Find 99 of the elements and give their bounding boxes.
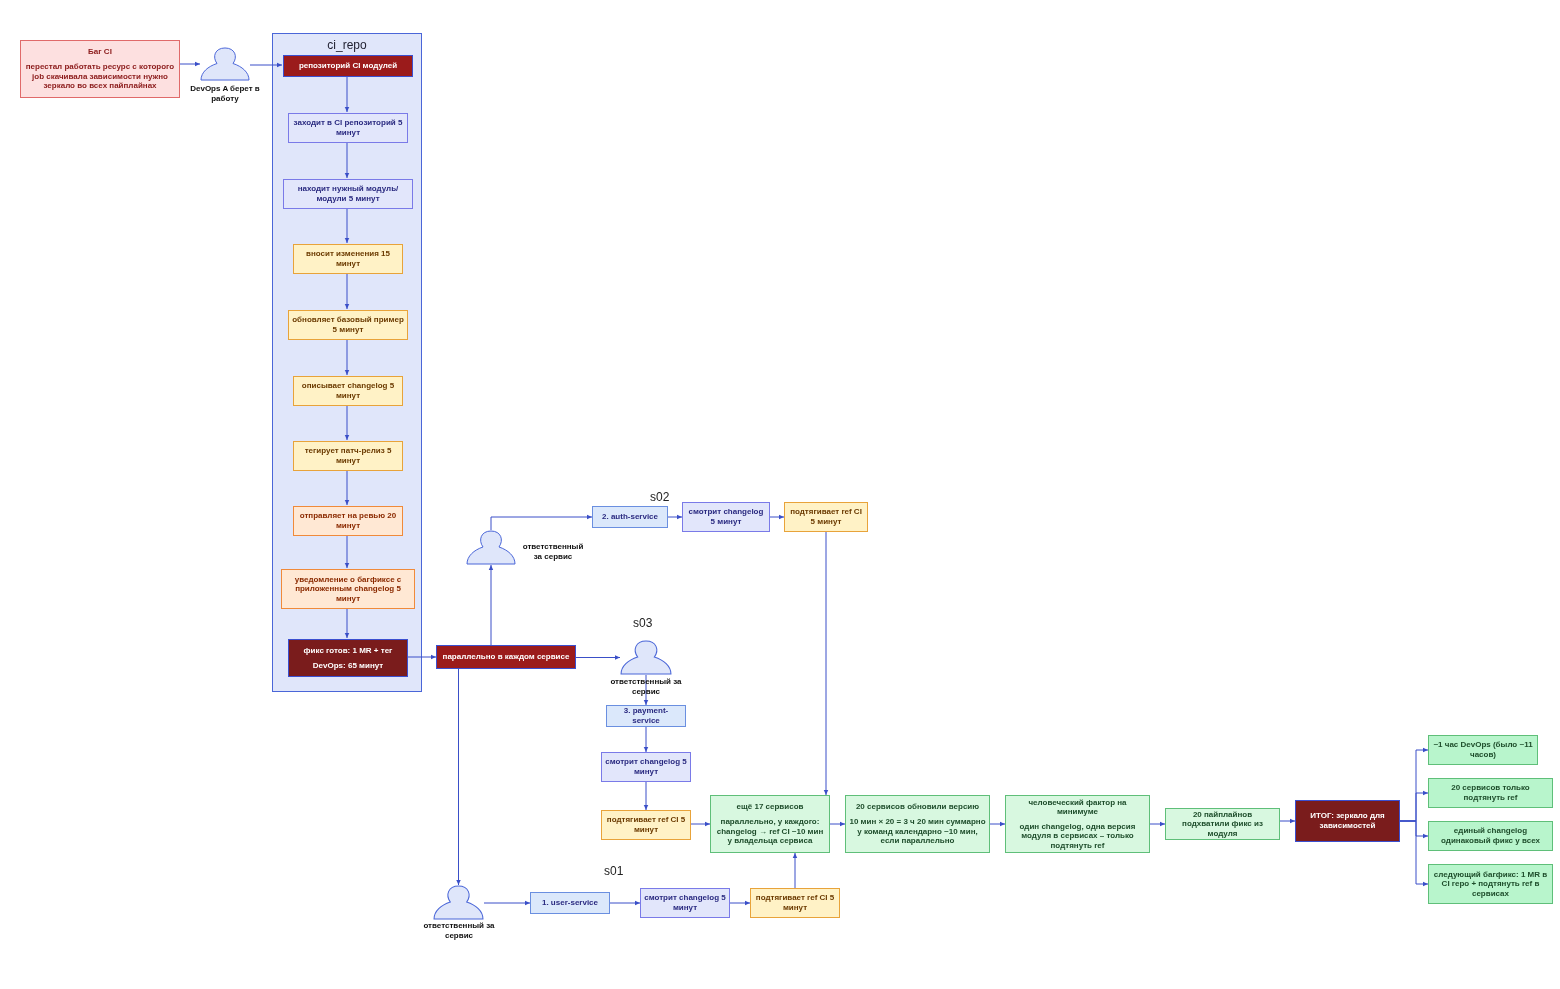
arrow (344, 404, 350, 441)
process-box (710, 795, 830, 853)
arrow (344, 141, 350, 179)
arrow (490, 514, 593, 531)
node-text: смотрит changelog 5 минут (687, 507, 765, 527)
process-box (293, 376, 403, 406)
arrow (792, 852, 798, 889)
arrow (769, 514, 785, 520)
node-text: тегирует патч-релиз 5 минут (303, 446, 393, 466)
process-box (592, 506, 668, 528)
node-text: 3. payment-service (622, 706, 670, 726)
node-text: находит нужный модуль/модули 5 минут (296, 184, 400, 204)
person-caption: ответственный за сервис (609, 677, 683, 698)
node-text: 20 сервисов обновили версию (855, 802, 980, 812)
node-text: ещё 17 сервисов (736, 802, 804, 812)
node-text: параллельно в каждом сервисе (442, 652, 570, 662)
node-text: 2. auth-service (602, 512, 658, 522)
process-box (845, 795, 990, 853)
node-text: Баг CI (88, 47, 112, 57)
node-text: фикс готов: 1 MR + тег (303, 645, 393, 656)
node-text: 1. user-service (541, 898, 598, 908)
node-text: 20 сервисов только подтянуть ref (1450, 783, 1531, 803)
process-box (281, 569, 415, 609)
node-text: подтягивает ref CI 5 минут (754, 893, 836, 913)
node-text: отправляет на ревью 20 минут (298, 511, 398, 531)
arrow (1149, 821, 1166, 827)
person-shape (433, 885, 484, 920)
process-box (293, 244, 403, 274)
arrow (456, 668, 461, 886)
node-note: DevOps: 65 минут (312, 660, 384, 671)
node-note: перестал работать ресурс с которого job скачивала зависимости нужно зеркало во всех пайплайнах (24, 61, 176, 91)
node-text: заходит в CI репозиторий 5 минут (292, 118, 404, 138)
process-box (288, 639, 408, 677)
arrow (249, 62, 283, 68)
arrow (344, 469, 350, 506)
person-shape (466, 530, 516, 565)
arrow (344, 272, 350, 310)
node-note: параллельно, у каждого: changelog → ref CI ~10 мин у владельца сервиса (715, 816, 825, 846)
arrow (344, 75, 350, 113)
arrow (1399, 820, 1429, 887)
arrow (667, 514, 683, 520)
lane-label: s03 (633, 616, 653, 630)
process-box (1165, 808, 1280, 840)
arrow (488, 564, 494, 646)
person-caption: DevOps A берет в работу (189, 84, 261, 105)
node-note: один changelog, одна версия модуля в сервисах – только подтянуть ref (1018, 821, 1137, 851)
process-box (1428, 778, 1553, 808)
node-text: репозиторий CI модулей (298, 61, 398, 71)
process-box (293, 441, 403, 471)
node-text: смотрит changelog 5 минут (644, 893, 726, 913)
arrow (643, 726, 649, 753)
arrow (829, 821, 846, 827)
arrow (690, 821, 711, 827)
process-box (283, 179, 413, 209)
node-text: ИТОГ: зеркало для зависимостей (1309, 811, 1386, 831)
arrow (1279, 818, 1296, 824)
bug-box (20, 40, 180, 98)
node-note: 10 мин × 20 = 3 ч 20 мин суммарно у команд календарно ~10 мин, если параллельно (849, 816, 986, 846)
arrow (483, 900, 531, 906)
node-text: обновляет базовый пример 5 минут (292, 315, 404, 335)
node-text: единый changelog одинаковый фикс у всех (1440, 826, 1541, 846)
arrow (406, 654, 437, 660)
node-text: человеческий фактор на минимуме (1027, 797, 1128, 817)
container-title: ci_repo (327, 38, 367, 53)
arrow (179, 61, 201, 67)
node-text: вносит изменения 15 минут (305, 249, 391, 269)
node-text: подтягивает ref CI 5 минут (789, 507, 863, 527)
arrow (823, 531, 829, 796)
person-caption: ответственный за сервис (521, 542, 585, 563)
process-box (436, 645, 576, 669)
arrow (989, 821, 1006, 827)
process-box (606, 705, 686, 727)
process-box (530, 892, 610, 914)
arrow (344, 207, 350, 244)
arrow (575, 655, 621, 660)
arrow (643, 781, 649, 811)
person-shape (200, 47, 250, 81)
node-text: смотрит changelog 5 минут (605, 757, 687, 777)
node-text: ~1 час DevOps (было ~11 часов) (1432, 740, 1534, 760)
node-text: описывает changelog 5 минут (300, 381, 396, 401)
node-text: 20 пайплайнов подхватили фикс из модуля (1181, 809, 1264, 839)
person-shape (620, 640, 672, 675)
lane-label: s01 (604, 864, 624, 878)
node-text: уведомление о багфиксе с приложенным changelog 5 минут (293, 574, 403, 604)
result-box (1295, 800, 1400, 842)
arrow (344, 534, 350, 569)
arrow (609, 900, 641, 906)
arrow (729, 900, 751, 906)
arrow (643, 674, 649, 706)
arrow (344, 607, 350, 639)
lane-label: s02 (650, 490, 670, 504)
process-box (1005, 795, 1150, 853)
person-caption: ответственный за сервис (422, 921, 496, 942)
process-box (283, 55, 413, 77)
node-text: подтягивает ref CI 5 минут (605, 815, 687, 835)
repo-container (272, 33, 422, 692)
arrow (344, 338, 350, 376)
process-box (1428, 821, 1553, 851)
node-text: следующий багфикс: 1 MR в CI repo + подтянуть ref в сервисах (1432, 869, 1549, 899)
